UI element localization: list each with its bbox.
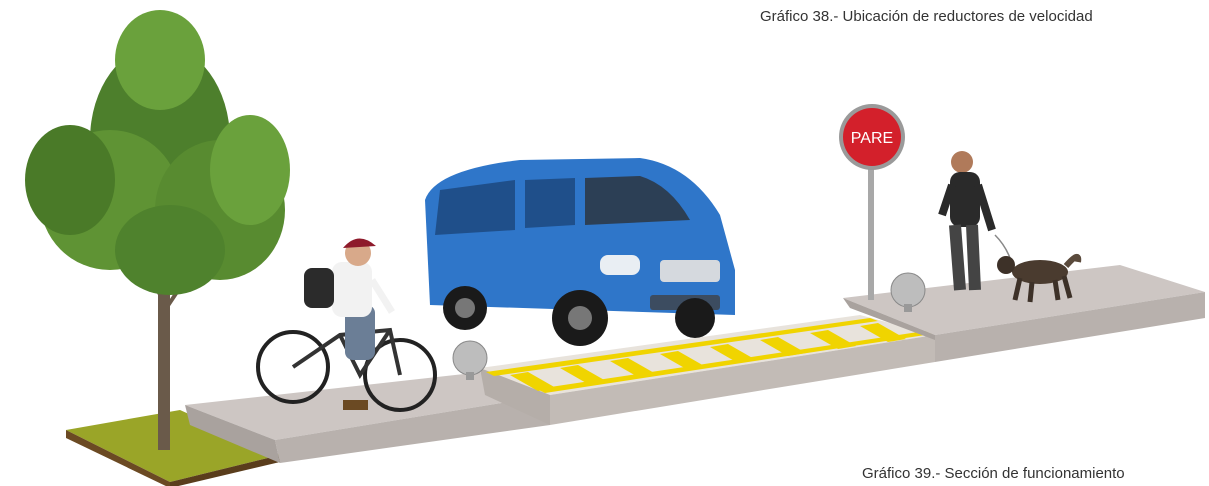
tree-icon <box>25 10 290 450</box>
van-icon <box>425 158 735 346</box>
stop-sign-icon: PARE <box>839 104 905 300</box>
stop-sign-label: PARE <box>851 130 893 147</box>
